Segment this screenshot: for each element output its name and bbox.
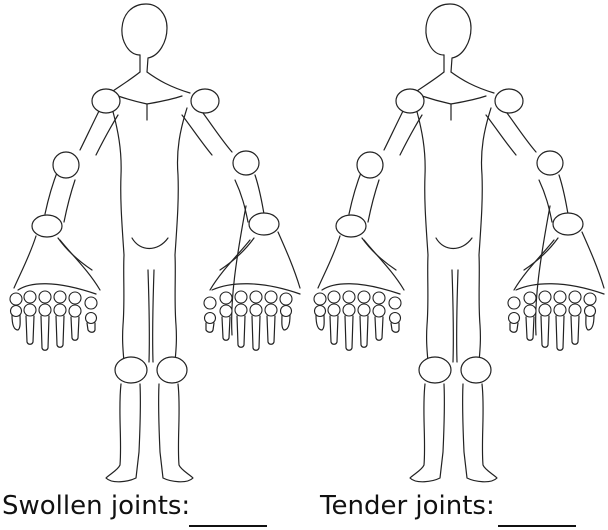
body-outline-figure [304, 0, 608, 488]
body-diagram-left [0, 0, 304, 488]
swollen-joints-blank[interactable] [189, 525, 267, 527]
body-outline-figure [0, 0, 304, 488]
tender-joints-blank[interactable] [498, 525, 576, 527]
tender-joints-label: Tender joints: [320, 486, 495, 526]
swollen-joints-label: Swollen joints: [2, 486, 190, 526]
body-diagram-right [304, 0, 608, 488]
